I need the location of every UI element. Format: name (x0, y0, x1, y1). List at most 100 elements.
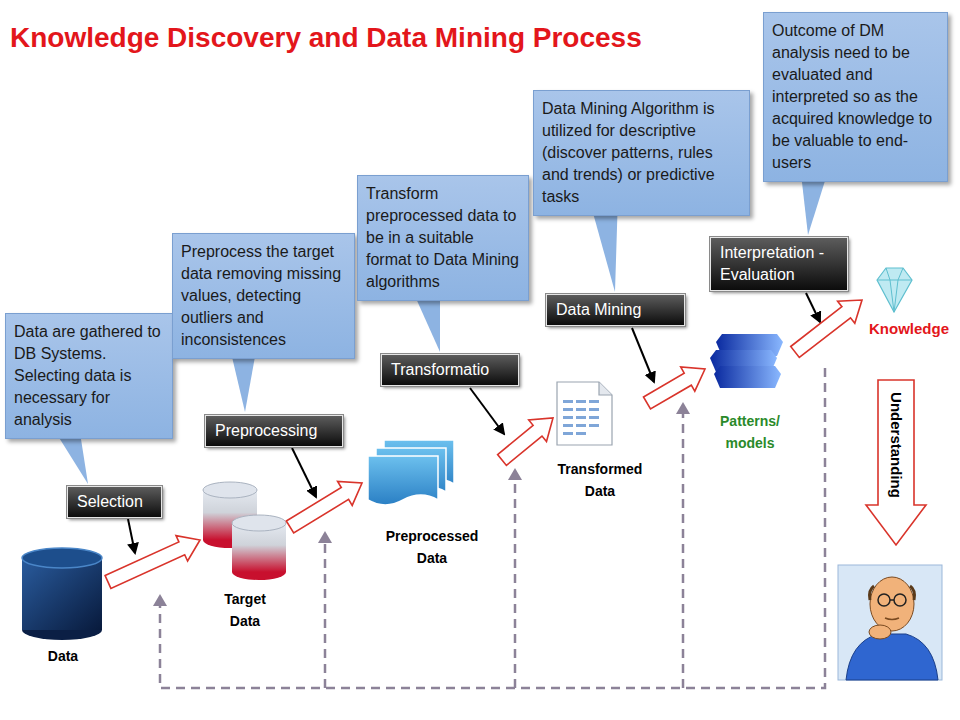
callout-box: Preprocess the target data removing miss… (172, 233, 355, 359)
cylinder-top (232, 515, 286, 531)
person-head (870, 577, 914, 631)
item-label: Data (23, 645, 103, 667)
step-label: Preprocessing (215, 420, 333, 442)
title-block: Knowledge Discovery and Data Mining Proc… (10, 22, 642, 54)
feedback-line (160, 368, 825, 688)
flow-arrow (791, 300, 862, 358)
feedback-head (676, 402, 690, 414)
pattern-layer (714, 366, 781, 388)
person-glasses (894, 594, 906, 606)
document-line (589, 416, 599, 419)
item-label: Transformed Data (553, 458, 647, 502)
callout-box: Transform preprocessed data to be in a s… (357, 175, 529, 301)
step-label: Transformatio (391, 359, 509, 381)
item-label: Knowledge (862, 318, 956, 340)
person-glasses (890, 599, 894, 601)
callout-box: Data are gathered to DB Systems. Selecti… (5, 313, 173, 439)
feedback-head (153, 594, 167, 606)
callout-text: Data Mining Algorithm is utilized for de… (542, 98, 741, 208)
understanding-arrow (866, 380, 926, 545)
feedback-line (682, 414, 685, 688)
item-label: Target Data (214, 588, 276, 632)
gem (877, 268, 912, 312)
document-line (563, 432, 573, 435)
process-step-box: Interpretation - Evaluation (710, 237, 848, 291)
leader-arrow (292, 448, 316, 497)
leader-arrow (632, 328, 654, 382)
understanding-label: Understanding (887, 392, 905, 498)
callout-box: Outcome of DM analysis need to be evalua… (763, 12, 948, 182)
data-item: Patterns/ models (705, 330, 795, 454)
gem-facet (877, 280, 912, 281)
person-hair (910, 586, 915, 600)
data-item: Target Data (200, 480, 290, 632)
person-hand (869, 625, 891, 639)
leader-arrow (470, 388, 504, 434)
process-step-box: Preprocessing (205, 415, 343, 447)
knowledge-diamond-icon (877, 268, 912, 312)
feedback-line (514, 480, 517, 688)
document-line (589, 424, 599, 427)
patterns-icon (710, 334, 783, 388)
document-line (563, 416, 573, 419)
document-line (589, 400, 599, 403)
thinking-person-illustration (838, 565, 942, 680)
document-line (576, 424, 586, 427)
target-data-icon (203, 482, 286, 580)
callout-text: Outcome of DM analysis need to be evalua… (772, 20, 939, 174)
item-label: Patterns/ models (710, 410, 790, 454)
person-body (846, 634, 938, 680)
label-holder: Understanding (887, 392, 905, 498)
item-label: Preprocessed Data (377, 525, 487, 569)
document-line (563, 408, 573, 411)
person-glasses (878, 594, 890, 606)
feedback-head (508, 468, 522, 480)
document-lines (563, 400, 599, 435)
leader-arrow (128, 519, 135, 553)
transformed-data-icon (557, 382, 612, 445)
gem-facet (886, 268, 903, 312)
person-hair (870, 586, 875, 600)
feedback-head (318, 531, 332, 543)
callout-text: Preprocess the target data removing miss… (181, 241, 346, 351)
document-line (576, 408, 586, 411)
document-line (563, 400, 573, 403)
database-icon (22, 548, 102, 640)
document-line (563, 424, 573, 427)
person-mouth (885, 618, 899, 620)
data-item: Transformed Data (553, 378, 647, 502)
callout-box: Data Mining Algorithm is utilized for de… (533, 90, 750, 216)
data-item: Preprocessed Data (362, 437, 502, 569)
flow-arrow (498, 418, 553, 465)
preprocessed-data-icon (368, 440, 454, 505)
flow-arrow (644, 367, 706, 409)
document-fold (599, 382, 612, 395)
picture-frame (838, 565, 942, 680)
cylinder-top (22, 548, 102, 568)
document-line (576, 400, 586, 403)
cylinder-top (203, 482, 257, 498)
callout-text: Data are gathered to DB Systems. Selecti… (14, 321, 164, 431)
document-sheet (557, 382, 612, 445)
flow-arrow (286, 482, 362, 534)
flow-arrow (105, 536, 200, 589)
process-step-box: Transformatio (381, 354, 519, 386)
diagram-title: Knowledge Discovery and Data Mining Proc… (10, 22, 642, 54)
feedback-line (324, 543, 327, 688)
process-step-box: Selection (67, 486, 162, 518)
document-line (589, 408, 599, 411)
page-sheet (368, 456, 438, 505)
data-item: Data (18, 545, 108, 667)
step-label: Selection (77, 491, 152, 513)
feedback-lines (153, 368, 825, 688)
callout-text: Transform preprocessed data to be in a s… (366, 183, 520, 293)
document-line (576, 432, 586, 435)
cylinder-body (22, 558, 102, 630)
step-label: Data Mining (556, 299, 675, 321)
data-item: Knowledge (862, 262, 956, 340)
step-label: Interpretation - Evaluation (720, 242, 838, 286)
process-step-box: Data Mining (546, 294, 685, 326)
document-line (576, 416, 586, 419)
